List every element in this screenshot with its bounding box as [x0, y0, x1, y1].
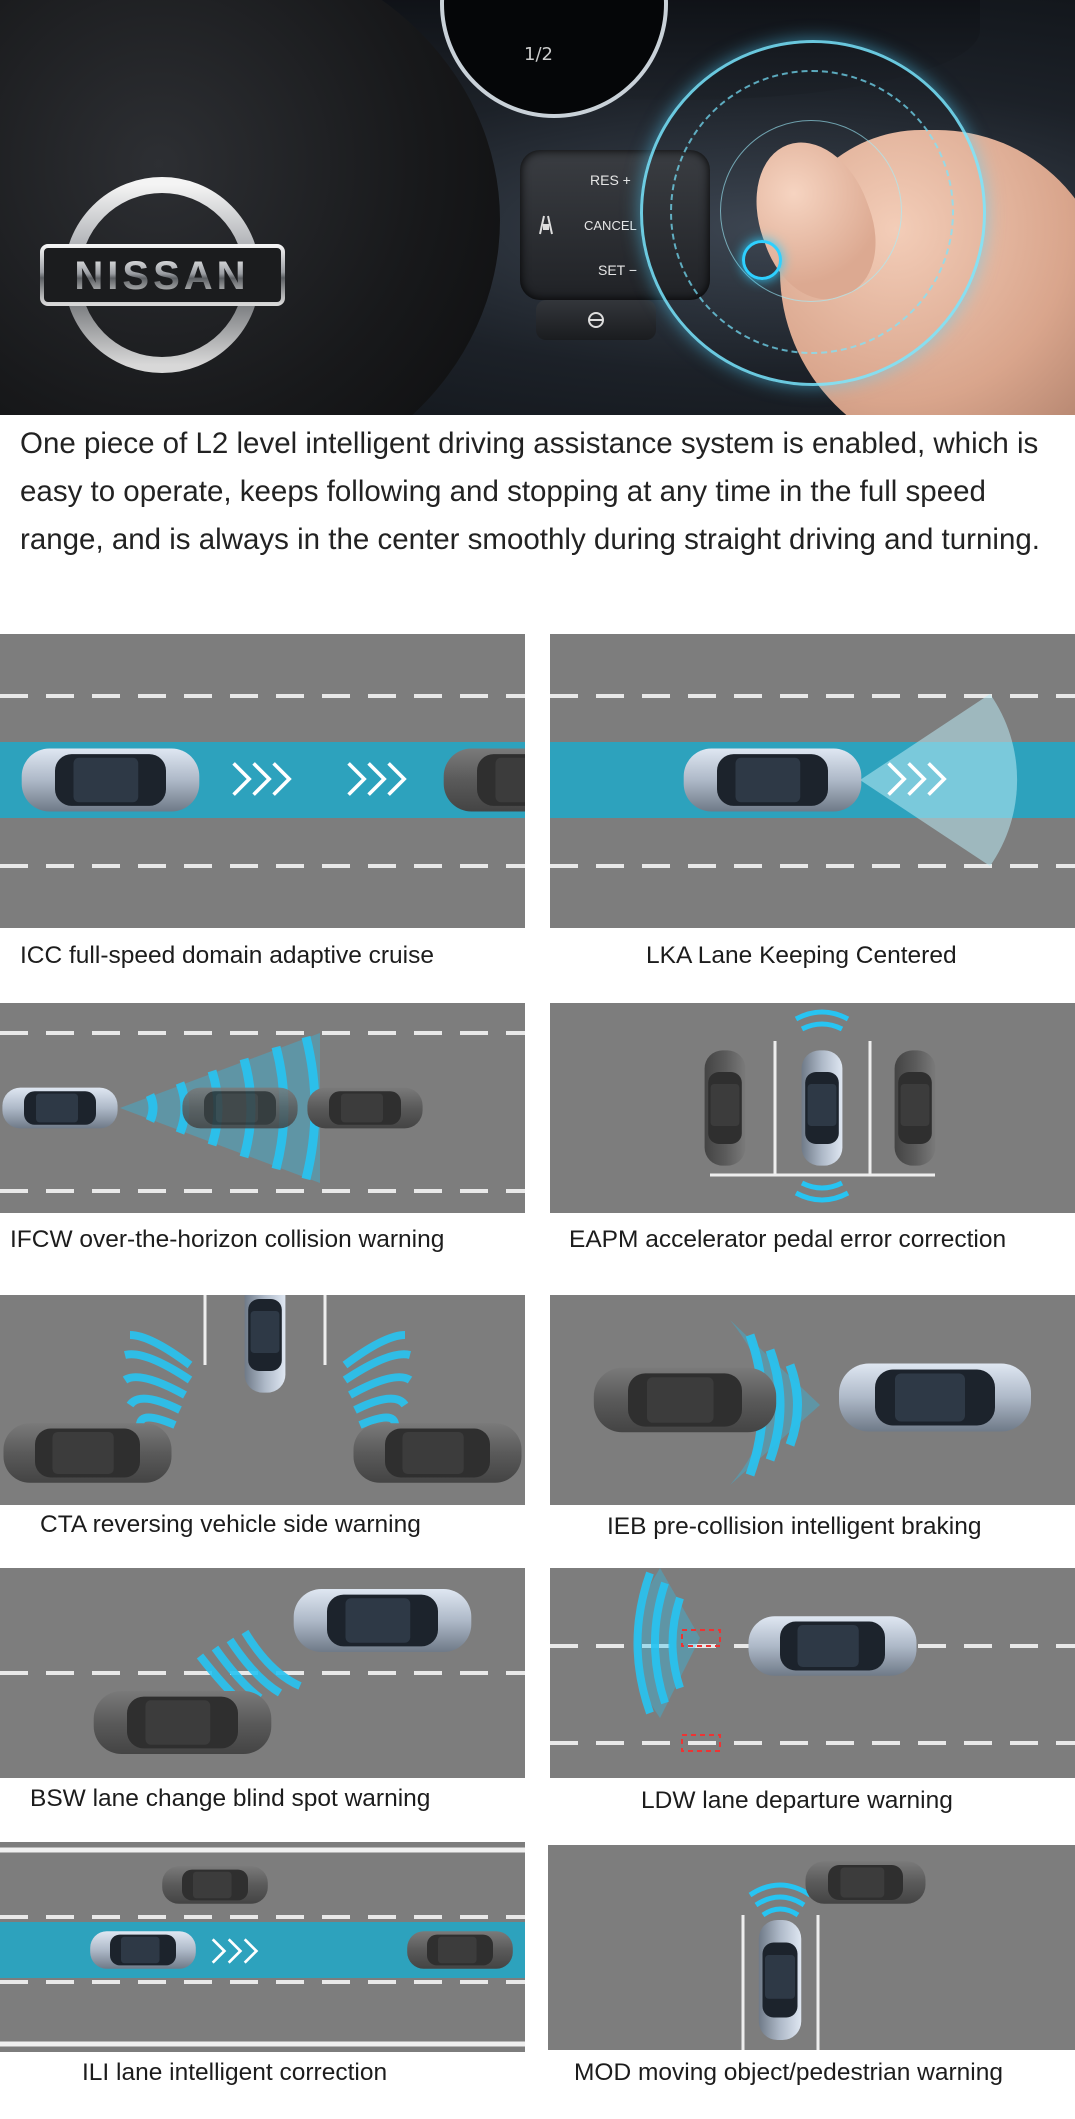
cancel-button[interactable]: CANCEL [584, 218, 637, 233]
steering-wheel [0, 0, 500, 415]
icc-illustration [0, 634, 525, 928]
ifcw-illustration [0, 1003, 525, 1213]
hud-ring-middle [670, 70, 954, 354]
caption-eapm: EAPM accelerator pedal error correction [569, 1226, 1007, 1253]
ieb-illustration [550, 1295, 1075, 1505]
caption-mod: MOD moving object/pedestrian warning [574, 2059, 1003, 2086]
hud-ring-inner [720, 120, 902, 302]
steering-assist-icon [588, 312, 604, 328]
mod-illustration [548, 1845, 1075, 2050]
feature-tile-ieb [550, 1295, 1075, 1505]
lka-illustration [550, 634, 1075, 928]
set-button[interactable]: SET − [598, 262, 638, 278]
eapm-illustration [550, 1003, 1075, 1213]
ili-illustration [0, 1842, 525, 2052]
bsw-illustration [0, 1568, 525, 1778]
logo-text: NISSAN [74, 254, 249, 298]
caption-ieb: IEB pre-collision intelligent braking [607, 1513, 982, 1540]
caption-ldw: LDW lane departure warning [641, 1787, 953, 1814]
caption-ili: ILI lane intelligent correction [82, 2059, 388, 2086]
feature-tile-ifcw [0, 1003, 525, 1213]
caption-icc: ICC full-speed domain adaptive cruise [20, 942, 434, 969]
feature-tile-icc [0, 634, 525, 928]
lane-keep-hud-icon [742, 240, 782, 280]
cta-illustration [0, 1295, 525, 1505]
caption-ifcw: IFCW over-the-horizon collision warning [10, 1226, 445, 1253]
caption-cta: CTA reversing vehicle side warning [40, 1511, 421, 1538]
feature-tile-ili [0, 1842, 525, 2052]
hud-ring-outer [640, 40, 986, 386]
steering-assist-button[interactable] [536, 300, 656, 340]
feature-tile-bsw [0, 1568, 525, 1778]
feature-tile-eapm [550, 1003, 1075, 1213]
caption-bsw: BSW lane change blind spot warning [30, 1785, 431, 1812]
feature-tile-ldw [550, 1568, 1075, 1778]
feature-tile-lka [550, 634, 1075, 928]
nissan-logo: NISSAN [40, 177, 285, 373]
caption-lka: LKA Lane Keeping Centered [646, 942, 957, 969]
feature-tile-mod [548, 1845, 1075, 2050]
feature-tile-cta [0, 1295, 525, 1505]
hero-banner: 1/2 NISSAN RES + CANCEL SET − [0, 0, 1075, 415]
ldw-illustration [550, 1568, 1075, 1778]
intro-text: One piece of L2 level intelligent drivin… [20, 427, 1040, 556]
res-button[interactable]: RES + [590, 172, 631, 188]
fuel-gauge: 1/2 [440, 0, 668, 118]
lane-assist-icon [539, 215, 553, 235]
